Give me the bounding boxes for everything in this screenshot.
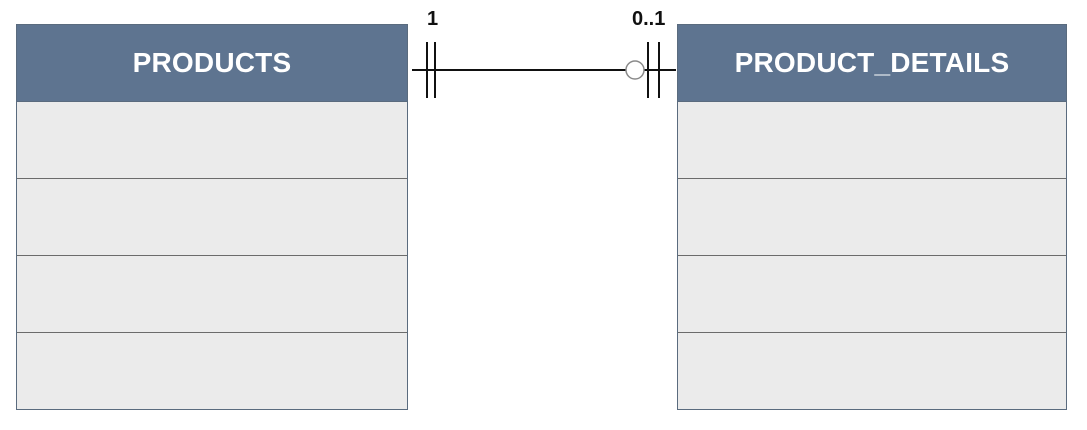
entity-product-details-row-3[interactable] xyxy=(678,256,1066,333)
entity-products[interactable]: PRODUCTS xyxy=(16,24,408,410)
entity-products-row-2[interactable] xyxy=(17,179,407,256)
entity-product-details-row-4[interactable] xyxy=(678,333,1066,409)
zero-marker-circle xyxy=(625,60,645,80)
entity-products-row-4[interactable] xyxy=(17,333,407,409)
cardinality-label-zero-or-one: 0..1 xyxy=(632,8,666,30)
entity-products-header: PRODUCTS xyxy=(17,25,407,102)
entity-product-details[interactable]: PRODUCT_DETAILS xyxy=(677,24,1067,410)
entity-products-row-1[interactable] xyxy=(17,102,407,179)
entity-product-details-header: PRODUCT_DETAILS xyxy=(678,25,1066,102)
cardinality-label-one: 1 xyxy=(427,8,439,30)
entity-products-row-3[interactable] xyxy=(17,256,407,333)
entity-product-details-row-1[interactable] xyxy=(678,102,1066,179)
entity-product-details-row-2[interactable] xyxy=(678,179,1066,256)
